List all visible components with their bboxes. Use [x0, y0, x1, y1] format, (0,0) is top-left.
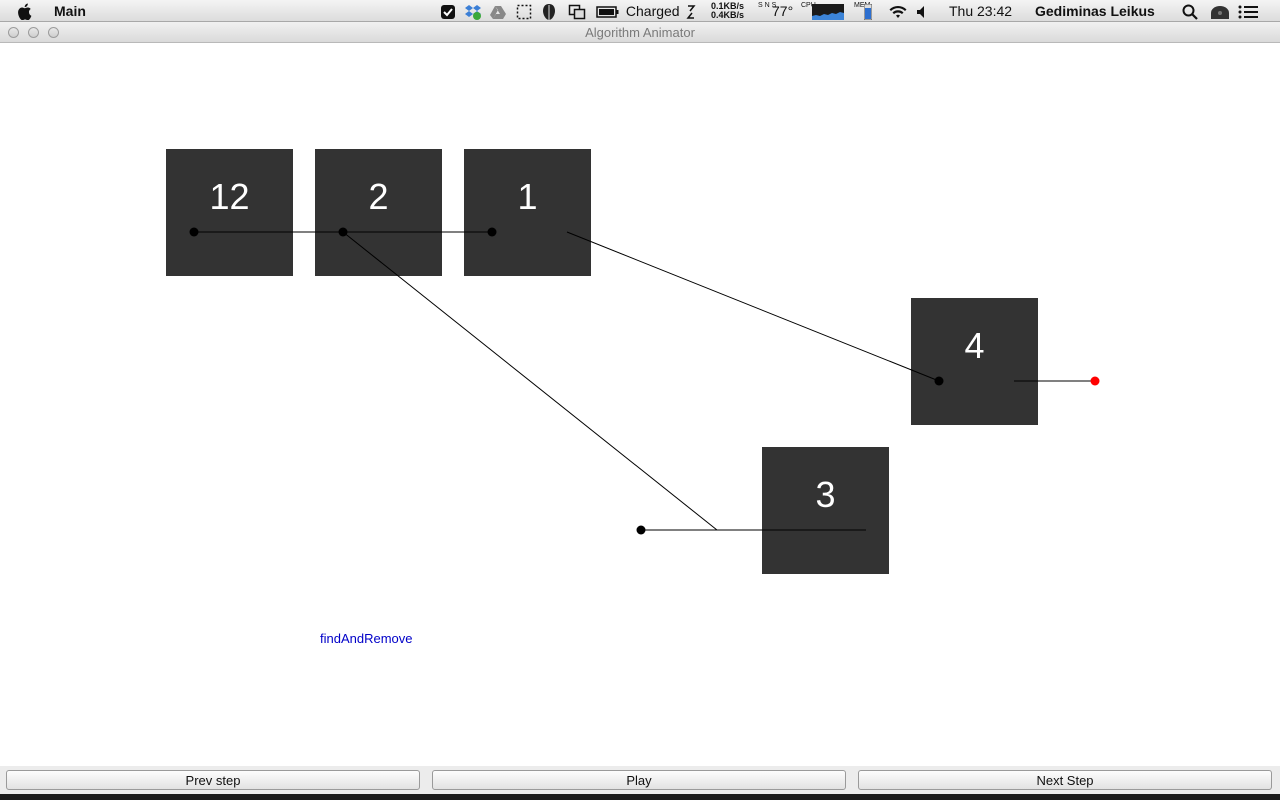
mem-label: MEM	[854, 2, 871, 9]
node-value: 1	[517, 176, 538, 217]
net-download-speed: 0.4KB/s	[711, 10, 745, 20]
notification-center-icon[interactable]	[1238, 0, 1258, 22]
pointer-line	[342, 231, 718, 531]
pointer-dot	[338, 227, 348, 237]
pointer-dot	[636, 525, 646, 535]
app-menu-title[interactable]: Main	[54, 3, 86, 19]
transfer-arrows-icon	[686, 0, 696, 22]
pointer-dot	[189, 227, 199, 237]
shield-check-icon[interactable]	[440, 0, 456, 22]
next-step-button[interactable]: Next Step	[858, 770, 1272, 790]
cpu-label: CPU	[801, 2, 816, 9]
google-drive-icon[interactable]	[490, 0, 506, 22]
list-node-2: 2	[315, 149, 442, 276]
animation-canvas: 12 2 1 4 3 findAndRemove	[0, 44, 1280, 766]
battery-status[interactable]: Charged	[596, 0, 680, 22]
wifi-icon[interactable]	[888, 0, 908, 22]
function-name-label: findAndRemove	[320, 631, 413, 646]
cpu-graph-icon[interactable]	[812, 0, 844, 22]
control-bar: Prev step Play Next Step	[0, 766, 1280, 794]
battery-label: Charged	[625, 3, 680, 19]
window-titlebar[interactable]: Algorithm Animator	[0, 22, 1280, 43]
node-value: 12	[209, 176, 250, 217]
null-pointer-dot	[1090, 376, 1100, 386]
screenshot-selection-icon[interactable]	[516, 0, 532, 22]
list-node-3: 3	[762, 447, 889, 574]
menu-bar: Main Charged 0.1KB/s 0.4KB/s S N S 77° C…	[0, 0, 1280, 22]
user-avatar-icon[interactable]	[1210, 0, 1230, 22]
pointer-dot	[487, 227, 497, 237]
close-window-button[interactable]	[8, 27, 19, 38]
mask-icon[interactable]	[542, 0, 556, 22]
pointer-line	[566, 231, 940, 382]
pointer-links	[189, 227, 1100, 535]
list-node-1: 1	[464, 149, 591, 276]
window-bottom-edge	[0, 794, 1280, 800]
user-name[interactable]: Gediminas Leikus	[1035, 3, 1155, 19]
apple-menu-icon[interactable]	[18, 0, 36, 22]
pointer-dot	[934, 376, 944, 386]
list-node-12: 12	[166, 149, 293, 276]
dropbox-icon[interactable]	[464, 0, 482, 22]
memory-bar-icon[interactable]	[864, 0, 872, 22]
window-title: Algorithm Animator	[585, 25, 695, 40]
temperature-reading[interactable]: 77°	[772, 3, 794, 19]
menu-clock[interactable]: Thu 23:42	[949, 3, 1013, 19]
prev-step-button[interactable]: Prev step	[6, 770, 420, 790]
node-value: 4	[964, 325, 985, 366]
sns-label: S N S	[758, 2, 777, 9]
volume-icon[interactable]	[916, 0, 930, 22]
minimize-window-button[interactable]	[28, 27, 39, 38]
node-value: 2	[368, 176, 389, 217]
network-speed[interactable]: 0.1KB/s 0.4KB/s	[711, 2, 744, 24]
window-switch-icon[interactable]	[568, 0, 586, 22]
spotlight-search-icon[interactable]	[1182, 0, 1198, 22]
play-button[interactable]: Play	[432, 770, 846, 790]
net-upload-speed: 0.1KB/s	[711, 1, 745, 11]
list-node-4: 4	[911, 298, 1038, 425]
node-value: 3	[815, 474, 836, 515]
zoom-window-button[interactable]	[48, 27, 59, 38]
